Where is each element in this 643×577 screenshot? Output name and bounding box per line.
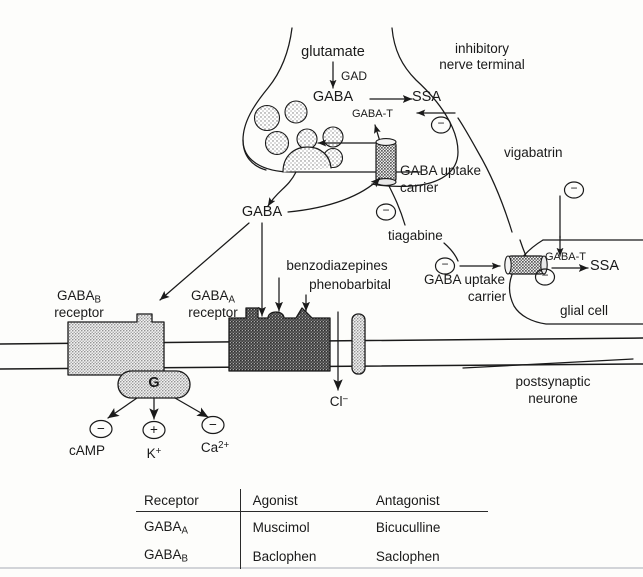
calcium-superscript: 2+ bbox=[218, 439, 230, 451]
gaba-b-subscript: B bbox=[94, 294, 101, 306]
cell-receptor-gaba-b-text: GABA bbox=[144, 547, 182, 563]
gaba-b-receptor-label-line2: receptor bbox=[54, 305, 104, 320]
gaba-a-subscript: A bbox=[228, 294, 235, 306]
gaba-a-receptor-label-line1: GABAA bbox=[191, 288, 235, 306]
column-header-antagonist: Antagonist bbox=[363, 489, 488, 512]
presynaptic-uptake-carrier-label-line2: carrier bbox=[400, 180, 439, 195]
gaba-a-receptor-label-line2: receptor bbox=[188, 305, 238, 320]
cell-receptor-gaba-a: GABAA bbox=[136, 512, 240, 541]
potassium-label: K+ bbox=[147, 446, 162, 461]
benzodiazepines-label: benzodiazepines bbox=[286, 258, 388, 273]
phenobarbital-label: phenobarbital bbox=[309, 277, 391, 292]
cleft-gaba-label: GABA bbox=[241, 204, 283, 220]
potassium-text: K bbox=[146, 446, 156, 461]
g-protein-label: G bbox=[148, 375, 160, 391]
vigabatrin-label: vigabatrin bbox=[504, 145, 563, 160]
cell-receptor-gaba-a-text: GABA bbox=[144, 519, 182, 534]
vigabatrin-glial-inhibition-sign: − bbox=[570, 181, 578, 195]
tiagabine-presynaptic-inhibition-sign: − bbox=[382, 203, 390, 217]
potassium-superscript: + bbox=[155, 445, 162, 457]
nerve-terminal-label-line2: nerve terminal bbox=[439, 57, 525, 72]
gaba-a-text: GABA bbox=[191, 288, 229, 303]
gaba-b-receptor-label-line1: GABAB bbox=[57, 288, 101, 306]
terminal-gaba-t-label: GABA-T bbox=[352, 108, 393, 120]
potassium-sign: + bbox=[150, 422, 158, 437]
glial-ssa-label: SSA bbox=[590, 258, 620, 274]
cell-agonist-muscimol: Muscimol bbox=[239, 511, 364, 541]
column-header-receptor: Receptor bbox=[136, 489, 241, 512]
tiagabine-glial-inhibition-sign: − bbox=[441, 257, 449, 271]
glial-uptake-carrier-label-line1: GABA uptake bbox=[424, 272, 506, 287]
cell-receptor-gaba-b: GABAB bbox=[136, 540, 240, 568]
vigabatrin-inhibition-sign: − bbox=[437, 116, 445, 130]
postsynaptic-neurone-label-line2: neurone bbox=[528, 391, 578, 406]
camp-sign: − bbox=[97, 421, 105, 436]
glial-uptake-carrier-label-line2: carrier bbox=[467, 289, 507, 304]
postsynaptic-neurone-label-line1: postsynaptic bbox=[515, 374, 591, 389]
table-header-row: Receptor Agonist Antagonist bbox=[136, 489, 488, 512]
gad-enzyme-label: GAD bbox=[341, 69, 368, 83]
column-header-agonist: Agonist bbox=[239, 489, 364, 512]
camp-label: cAMP bbox=[68, 443, 106, 458]
nerve-terminal-label-line1: inhibitory bbox=[454, 41, 510, 56]
tiagabine-label: tiagabine bbox=[388, 228, 443, 243]
table-row: GABAA Muscimol Bicuculline bbox=[136, 511, 488, 541]
terminal-gaba-label: GABA bbox=[312, 89, 354, 105]
receptor-pharmacology-table: Receptor Agonist Antagonist GABAA Muscim… bbox=[136, 489, 488, 569]
chloride-label: Cl− bbox=[330, 394, 348, 409]
chloride-text: Cl bbox=[329, 394, 343, 409]
glial-cell-label: glial cell bbox=[560, 303, 609, 318]
table-row: GABAB Baclophen Saclophen bbox=[136, 540, 488, 569]
calcium-text: Ca bbox=[200, 440, 219, 455]
glutamate-label: glutamate bbox=[301, 44, 365, 60]
gaba-b-text: GABA bbox=[57, 288, 95, 303]
cell-receptor-gaba-a-subscript: A bbox=[181, 525, 188, 537]
cell-agonist-baclophen: Baclophen bbox=[239, 540, 364, 569]
glial-gaba-t-label: GABA-T bbox=[545, 251, 586, 263]
presynaptic-uptake-carrier-label-line1: GABA uptake bbox=[400, 163, 482, 178]
cell-receptor-gaba-b-subscript: B bbox=[181, 553, 188, 565]
cell-antagonist-bicuculline: Bicuculline bbox=[375, 520, 441, 536]
glial-gaba-t-inhibition-sign: − bbox=[541, 268, 549, 282]
cell-antagonist-saclophen: Saclophen bbox=[375, 548, 440, 564]
calcium-sign: − bbox=[209, 417, 217, 432]
calcium-label: Ca2+ bbox=[201, 440, 229, 455]
chloride-superscript: − bbox=[342, 393, 349, 405]
terminal-ssa-label: SSA bbox=[412, 89, 442, 105]
